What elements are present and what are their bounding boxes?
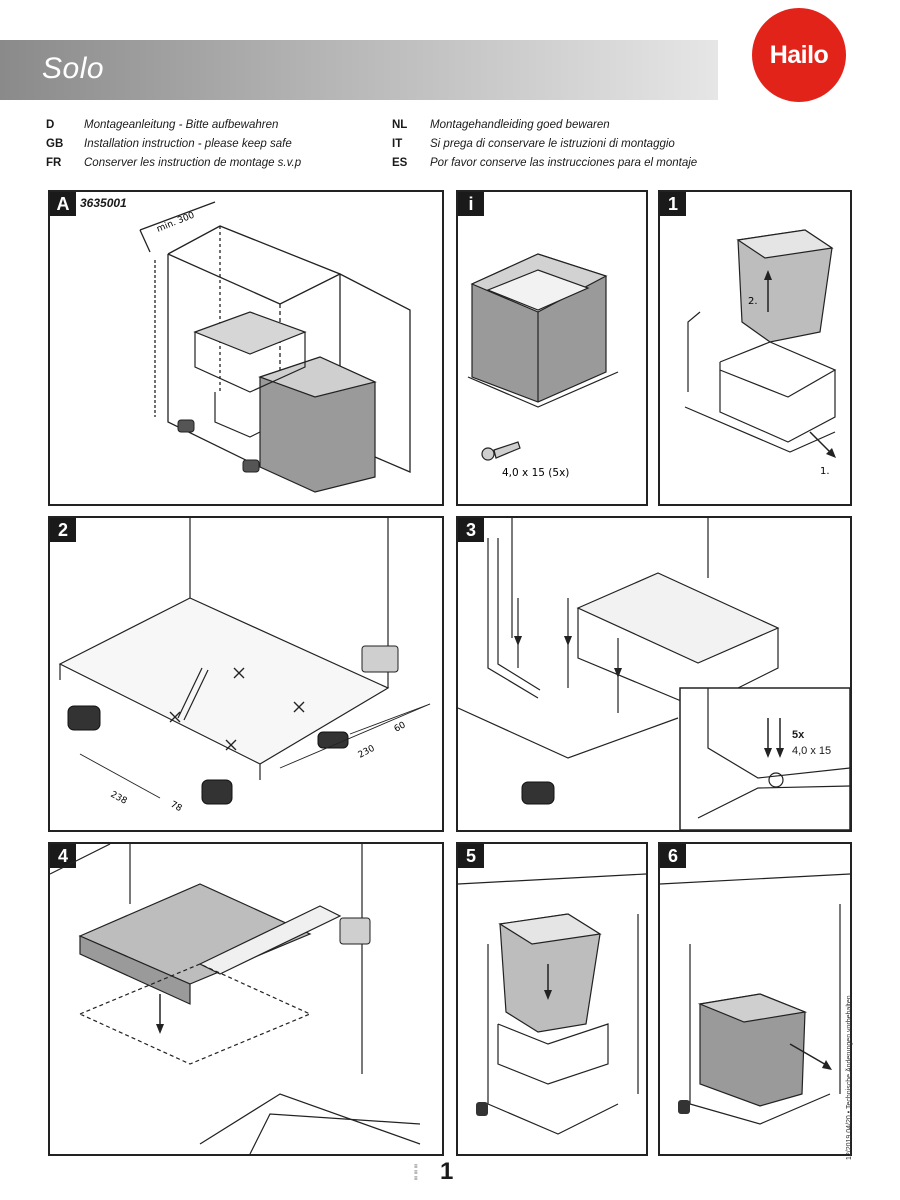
revision-note: 12/2019 04/20 • Technische Änderungen vo… — [846, 960, 866, 1160]
language-code: NL — [392, 119, 408, 131]
panel-badge: 5 — [458, 844, 484, 868]
bin-unit-illustration: 4,0 x 15 (5x) — [467, 253, 619, 479]
language-code: D — [46, 119, 55, 131]
cabinet-overview-illustration: min. 300 — [139, 201, 411, 493]
panel-step-5: 5 — [456, 842, 648, 1156]
panel-step-2: 2 238 78 230 60 — [48, 516, 444, 832]
language-line: IT Si prega di conservare le istruzioni … — [392, 135, 772, 154]
panel-info: i 4,0 x 15 (5x) — [456, 190, 648, 506]
dim-238: 238 — [109, 790, 129, 807]
language-line: ES Por favor conserve las instrucciones … — [392, 154, 772, 173]
language-code: IT — [392, 138, 403, 150]
article-number: 3635001 — [80, 196, 127, 210]
panel-step-3: 3 5x 4,0 x 15 — [456, 516, 852, 832]
hailo-logo: Hailo — [752, 8, 846, 102]
revision-note-text: 12/2019 04/20 • Technische Änderungen vo… — [846, 995, 853, 1160]
language-line: FR Conserver les instruction de montage … — [46, 154, 386, 173]
logo-text: Hailo — [769, 40, 829, 69]
panel-step-6: 6 — [658, 842, 852, 1156]
dim-78: 78 — [169, 800, 184, 814]
panel-badge: A — [50, 192, 76, 216]
language-line: D Montageanleitung - Bitte aufbewahren — [46, 116, 386, 135]
document-title: Solo — [42, 52, 105, 85]
language-list-right: NL Montagehandleiding goed bewaren IT Si… — [392, 116, 772, 176]
step-5-illustration — [458, 873, 646, 1135]
panel-badge: 4 — [50, 844, 76, 868]
language-code: ES — [392, 157, 408, 169]
screw-size-label: 4,0 x 15 (5x) — [502, 467, 569, 479]
step-2-illustration: 238 78 230 60 — [58, 518, 431, 814]
step-label-lift: 2. — [748, 296, 758, 307]
min-width-label: min. 300 — [155, 210, 196, 234]
language-text: Por favor conserve las instrucciones par… — [430, 157, 698, 169]
step-4-illustration — [50, 844, 421, 1154]
panel-badge: 1 — [660, 192, 686, 216]
language-text: Installation instruction - please keep s… — [84, 138, 292, 150]
language-text: Si prega di conservare le istruzioni di … — [430, 138, 675, 150]
page-marker-icon: ≡≡≡ — [414, 1164, 418, 1182]
title-bar: Solo — [0, 40, 718, 100]
page-number: 1 — [440, 1158, 454, 1185]
language-line: NL Montagehandleiding goed bewaren — [392, 116, 772, 135]
step-6-illustration — [660, 873, 850, 1125]
language-text: Montagehandleiding goed bewaren — [430, 119, 610, 131]
panel-badge: 3 — [458, 518, 484, 542]
step-1-illustration: 2. 1. — [684, 229, 837, 477]
detail-inset — [679, 687, 850, 830]
dim-230: 230 — [357, 744, 377, 761]
panel-step-1: 1 2. 1. — [658, 190, 852, 506]
language-text: Conserver les instruction de montage s.v… — [84, 157, 302, 169]
step-3-illustration — [458, 518, 850, 830]
dim-60: 60 — [393, 720, 408, 734]
inset-screw-size: 4,0 x 15 — [792, 745, 832, 757]
language-line: GB Installation instruction - please kee… — [46, 135, 386, 154]
language-code: FR — [46, 157, 62, 169]
panel-badge: 6 — [660, 844, 686, 868]
language-list-left: D Montageanleitung - Bitte aufbewahren G… — [46, 116, 386, 176]
language-text: Montageanleitung - Bitte aufbewahren — [84, 119, 279, 131]
inset-screw-count: 5x — [792, 729, 805, 741]
panel-badge: 2 — [50, 518, 76, 542]
step-label-pull: 1. — [820, 466, 830, 477]
panel-badge: i — [458, 192, 484, 216]
language-code: GB — [46, 138, 64, 150]
panel-a: A 3635001 min. 300 — [48, 190, 444, 506]
panel-step-4: 4 — [48, 842, 444, 1156]
